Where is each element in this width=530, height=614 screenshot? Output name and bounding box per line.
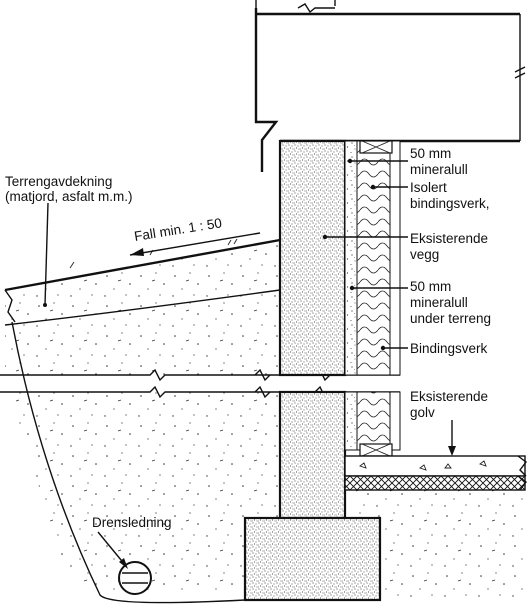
foundation-wall — [243, 139, 382, 602]
label-existing-floor-1: Eksisterende — [410, 389, 488, 404]
label-mineral-wool-below-2: mineralull — [410, 295, 468, 310]
label-mineral-wool-below-3: under terreng — [410, 311, 491, 326]
slope-arrow — [129, 232, 261, 256]
label-mineral-wool-1: 50 mm — [410, 146, 451, 161]
label-insulated-frame-1: Isolert — [410, 180, 447, 195]
wall-insulation — [344, 140, 401, 457]
label-existing-wall-1: Eksisterende — [410, 231, 488, 246]
existing-floor — [344, 455, 527, 491]
label-drain-pipe: Drensledning — [92, 515, 172, 530]
leader-lines — [43, 158, 456, 569]
label-terrain-cover-1: Terrengavdekning — [5, 174, 112, 189]
label-mineral-wool-2: mineralull — [410, 162, 468, 177]
drain-pipe — [118, 561, 152, 595]
label-existing-wall-2: vegg — [410, 247, 439, 262]
label-framing: Bindingsverk — [410, 341, 488, 356]
ground-soil — [4, 238, 525, 604]
label-mineral-wool-below-1: 50 mm — [410, 279, 451, 294]
label-terrain-cover-2: (matjord, asfalt m.m.) — [5, 189, 133, 204]
label-insulated-frame-2: bindingsverk, — [410, 196, 490, 211]
label-slope: Fall min. 1 : 50 — [133, 215, 223, 244]
label-existing-floor-2: golv — [410, 405, 435, 420]
